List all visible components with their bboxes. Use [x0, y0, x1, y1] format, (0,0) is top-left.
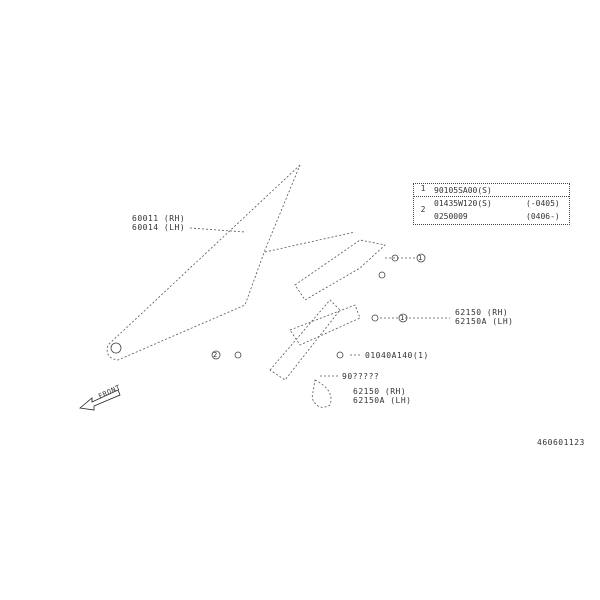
diagram-id: 460601123 [537, 438, 585, 447]
table-row: 1 90105SA00(S) [414, 184, 569, 197]
callout-number: 1 [400, 314, 405, 322]
callout-circle-1 [416, 253, 426, 263]
regulator-arm [269, 299, 341, 381]
clip-part-label: 90????? [342, 372, 380, 381]
table-row: 2 01435W120(S) (-0405) [414, 197, 569, 214]
table-ref: 2 [420, 205, 426, 214]
callout-number: 2 [213, 351, 218, 359]
door-glass-outline [106, 164, 301, 361]
glass-clip-icon [110, 342, 122, 354]
motor-body [311, 379, 332, 408]
front-arrow-icon [79, 389, 121, 411]
table-qty: (0406-) [526, 212, 560, 221]
regulator-label-rh: 62150 (RH) [455, 308, 509, 317]
table-part: 90105SA00(S) [434, 186, 492, 195]
motor-label-rh: 62150 (RH) [353, 387, 407, 396]
table-ref: 1 [420, 184, 426, 193]
bolt-icon [371, 314, 379, 322]
callout-circle-1 [398, 313, 408, 323]
regulator-label-lh: 62150A (LH) [455, 317, 514, 326]
motor-label-lh: 62150A (LH) [353, 396, 412, 405]
table-part: 01435W120(S) [434, 199, 492, 208]
table-part: 0250009 [434, 212, 468, 221]
table-qty: (-0405) [526, 199, 560, 208]
callout-circle-2 [211, 350, 221, 360]
door-glass-label-rh: 60011 (RH) [132, 214, 186, 223]
bolt-icon [336, 351, 344, 359]
regulator-rail-lower [289, 304, 361, 346]
door-glass-label-lh: 60014 (LH) [132, 223, 186, 232]
parts-table: 1 90105SA00(S) 2 01435W120(S) (-0405) 02… [413, 183, 570, 225]
table-row: 0250009 (0406-) [414, 210, 569, 223]
bolt-part-label: 01040A140(1) [365, 351, 429, 360]
bolt-icon [378, 271, 386, 279]
callout-number: 1 [418, 254, 423, 262]
bolt-icon [391, 254, 399, 262]
regulator-rail-upper [294, 239, 386, 301]
bolt-icon [234, 351, 242, 359]
